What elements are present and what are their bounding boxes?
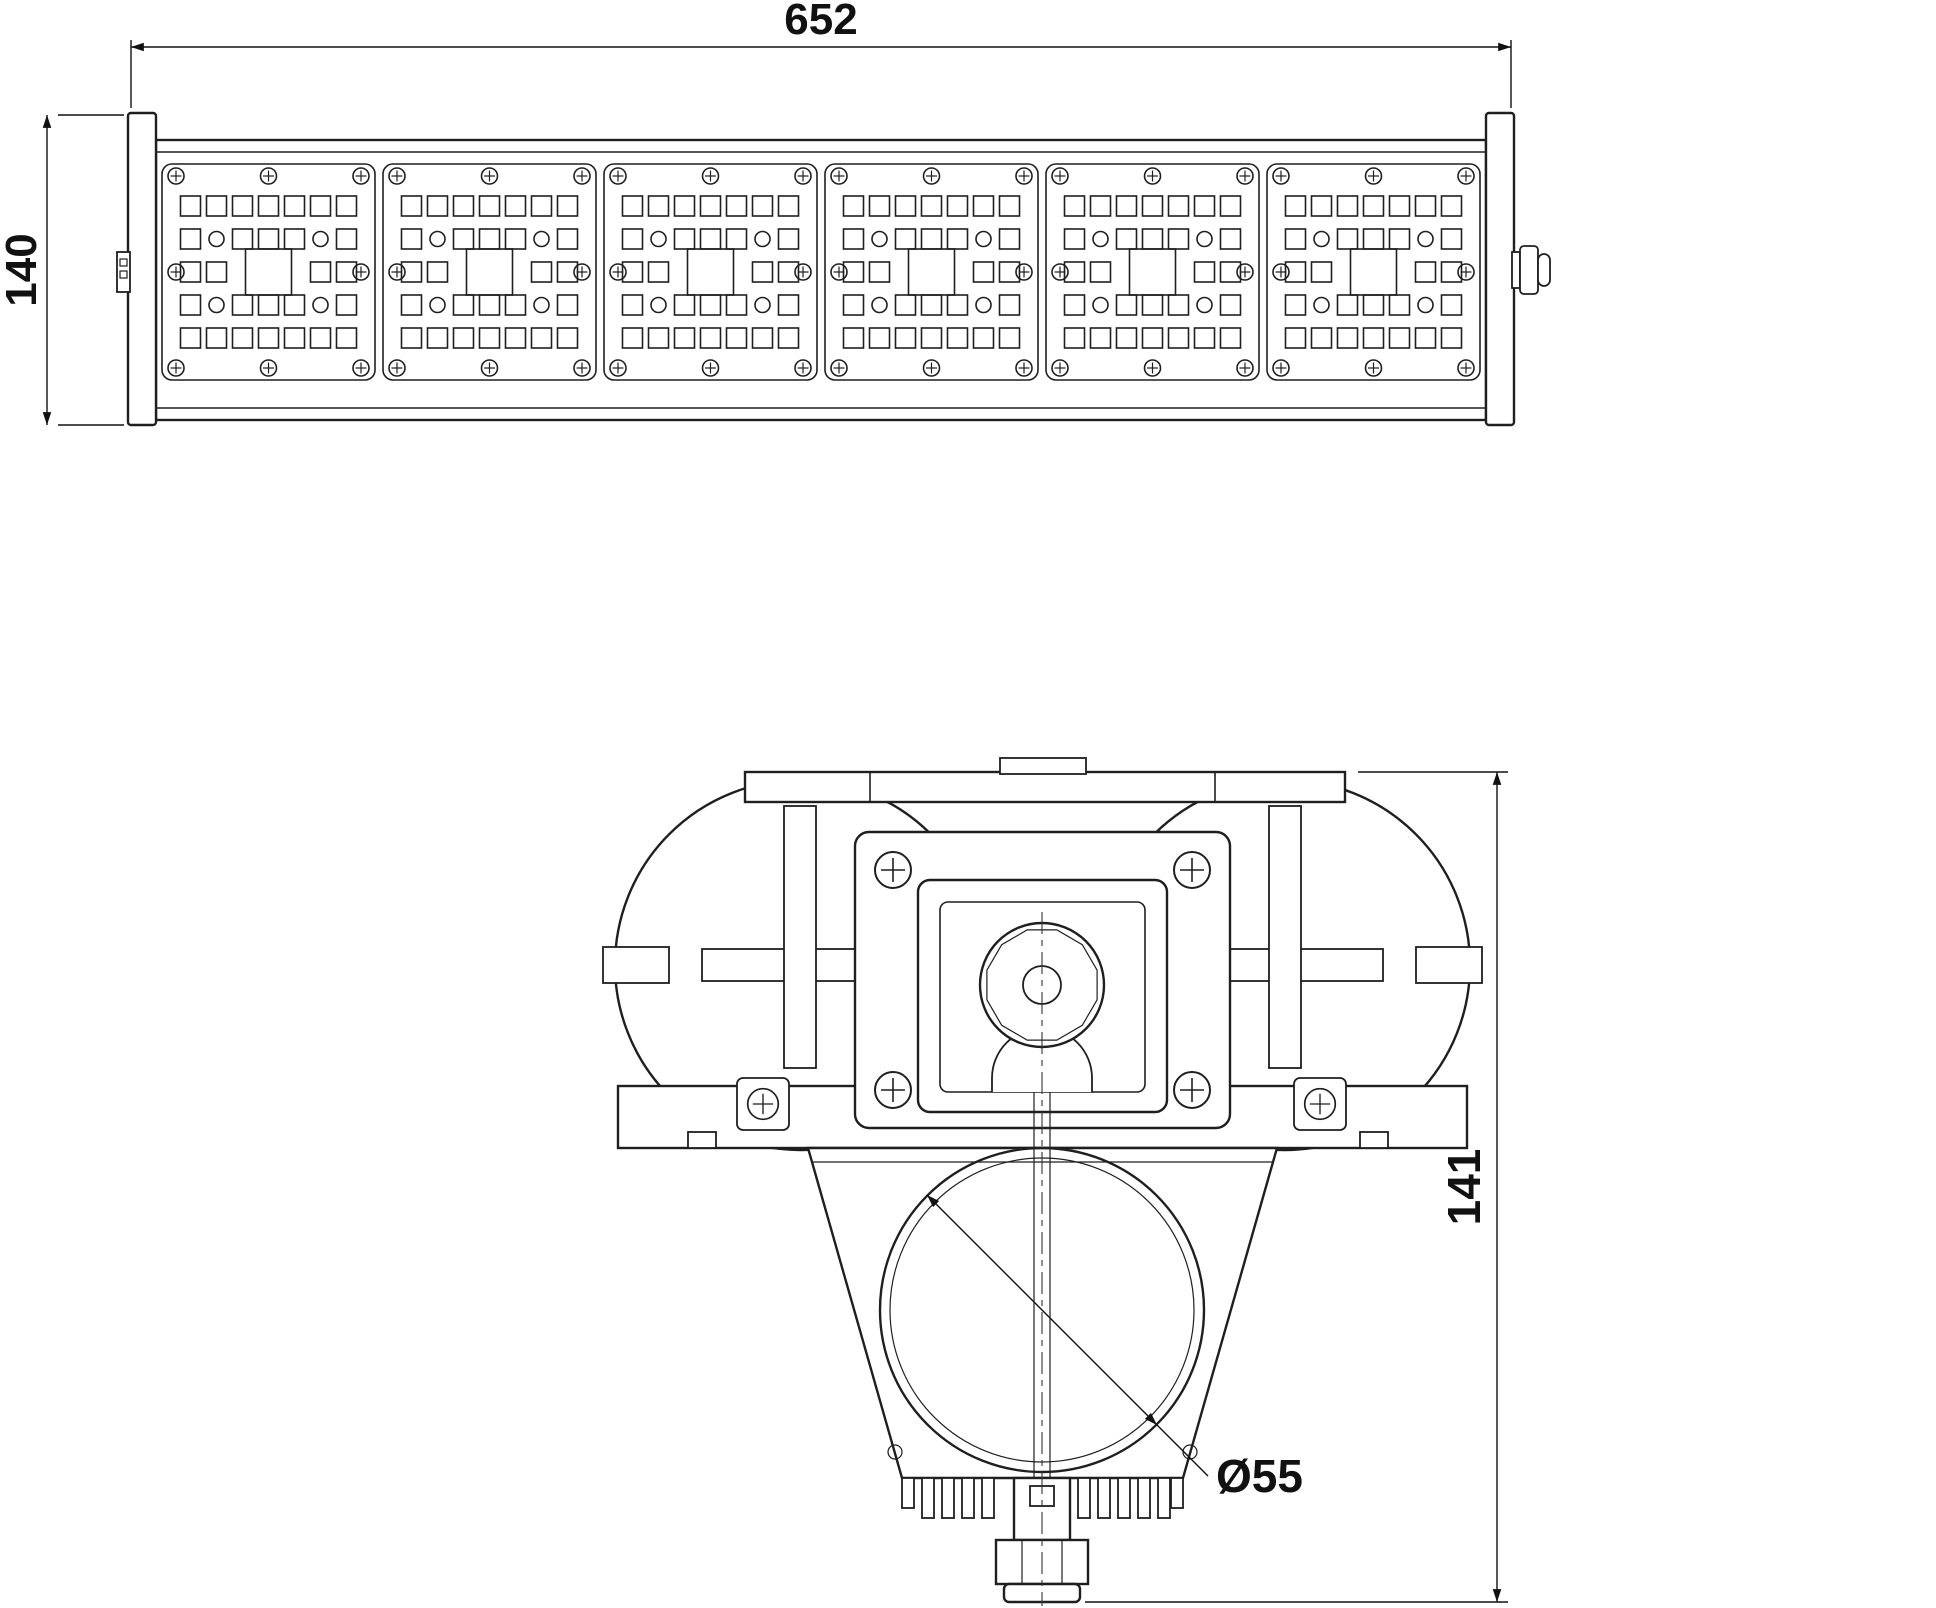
dim-section-height-label: 141 <box>1438 1149 1490 1226</box>
plate-screw <box>1173 1071 1211 1109</box>
end-cap-right <box>1484 111 1516 427</box>
plate-screw <box>874 851 912 889</box>
led-module <box>383 164 596 380</box>
dimension-overall-width: 652 <box>130 0 1512 108</box>
mount-clip <box>116 251 131 293</box>
dimension-front-height: 140 <box>0 114 124 426</box>
plate-screw <box>874 1071 912 1109</box>
front-view <box>116 111 1551 427</box>
foot-screw <box>1303 1087 1337 1121</box>
end-cap-left <box>126 111 158 427</box>
foot-screw <box>746 1087 780 1121</box>
dim-front-height-label: 140 <box>0 233 46 306</box>
led-module <box>162 164 375 380</box>
section-view <box>602 757 1483 1606</box>
led-module <box>1046 164 1259 380</box>
dim-overall-width-label: 652 <box>784 0 857 44</box>
dimension-section-height: 141 <box>1085 771 1508 1603</box>
dim-diameter-label: Ø55 <box>1216 1450 1303 1502</box>
heatsink-fins <box>901 1477 1184 1519</box>
led-module <box>1267 164 1480 380</box>
top-bar <box>743 770 1347 804</box>
diameter-callout: Ø55 <box>926 1194 1303 1502</box>
plate-screw <box>1173 851 1211 889</box>
led-module <box>825 164 1038 380</box>
led-module <box>604 164 817 380</box>
cable-gland <box>1511 245 1551 295</box>
